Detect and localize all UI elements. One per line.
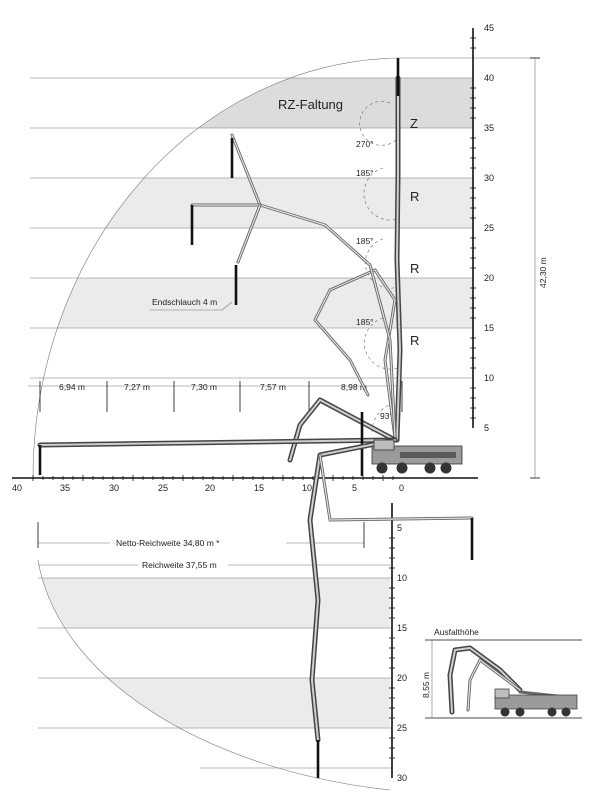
upper-reach-arc: [32, 57, 404, 479]
inset-title: Ausfalthöhe: [434, 627, 479, 637]
lower-working-range: [37, 559, 392, 791]
lower-reach-arc: [37, 559, 391, 791]
boom-downward: [307, 437, 474, 778]
height-tick-label: 30: [484, 173, 494, 183]
height-tick-label: 25: [484, 223, 494, 233]
wheel: [561, 707, 571, 717]
reach-tick-label: 30: [109, 483, 119, 493]
fold-annotations: RZ-Faltung Z R R R 270° 185° 185° 185° 9…: [278, 97, 419, 433]
height-axis-ticks: [470, 37, 476, 419]
wheel: [424, 462, 436, 474]
depth-tick-label: 25: [397, 723, 407, 733]
height-tick-label: 5: [484, 423, 489, 433]
section-length-dimensions: 6,94 m 7,27 m 7,30 m 7,57 m 8,98 m: [28, 381, 403, 412]
wheel: [396, 462, 408, 474]
fold-type-r: R: [410, 261, 419, 276]
angle-label: 93°: [380, 411, 393, 421]
height-axis: 45 40 35 30 25 20 15 10 5: [470, 23, 494, 433]
reach-dimensions: Netto-Reichweite 34,80 m * Reichweite 37…: [37, 522, 392, 570]
reach-tick-label: 5: [352, 483, 357, 493]
depth-axis-ticks: [389, 537, 395, 759]
angle-label: 185°: [356, 236, 374, 246]
truck: [371, 439, 463, 474]
angle-label: 270°: [356, 139, 374, 149]
depth-tick-label: 10: [397, 573, 407, 583]
total-height-label: 42,30 m: [538, 257, 548, 288]
wheel: [547, 707, 557, 717]
reach-axis: 40 35 30 25 20 15 10 5 0: [12, 475, 404, 493]
depth-gridlines: [38, 577, 392, 769]
fold-type-z: Z: [410, 116, 418, 131]
net-reach-label: Netto-Reichweite 34,80 m *: [116, 538, 220, 548]
upper-working-range: [30, 57, 473, 479]
inset-height-label: 8,55 m: [421, 672, 431, 698]
fold-type-r: R: [410, 189, 419, 204]
section-length-label: 7,27 m: [124, 382, 150, 392]
boom-vertical: [394, 58, 403, 443]
boom-mid-position: [190, 133, 397, 440]
end-hose-callout: Endschlauch 4 m: [150, 297, 233, 311]
height-tick-label: 15: [484, 323, 494, 333]
depth-tick-label: 15: [397, 623, 407, 633]
end-hose-label: Endschlauch 4 m: [152, 297, 217, 307]
band-20-15-right: [403, 278, 473, 328]
depth-tick-label: 30: [397, 773, 407, 783]
section-length-label: 8,98 m: [341, 382, 367, 392]
unfolding-height-inset: Ausfalthöhe 8,55 m: [421, 627, 582, 719]
height-tick-label: 40: [484, 73, 494, 83]
depth-axis: 5 10 15 20 25 30: [389, 503, 407, 783]
fold-type-r: R: [410, 333, 419, 348]
section-length-label: 6,94 m: [59, 382, 85, 392]
wheel: [440, 462, 452, 474]
height-tick-label: 10: [484, 373, 494, 383]
boom-folded-right: [313, 268, 397, 440]
reach-tick-label: 10: [302, 483, 312, 493]
angle-arc: [359, 101, 397, 146]
height-tick-label: 45: [484, 23, 494, 33]
reach-tick-label: 20: [205, 483, 215, 493]
band-20-25: [38, 678, 390, 728]
band-40-35-right: [403, 78, 473, 128]
reach-tick-label: 40: [12, 483, 22, 493]
reach-tick-label: 35: [60, 483, 70, 493]
angle-label: 185°: [356, 168, 374, 178]
fold-label: RZ-Faltung: [278, 97, 343, 112]
reach-tick-label: 0: [399, 483, 404, 493]
height-tick-label: 20: [484, 273, 494, 283]
band-30-25-right: [403, 178, 473, 228]
height-tick-label: 35: [484, 123, 494, 133]
section-length-label: 7,30 m: [191, 382, 217, 392]
angle-label: 185°: [356, 317, 374, 327]
depth-tick-label: 20: [397, 673, 407, 683]
band-10-15: [38, 578, 390, 628]
total-height-dimension: 42,30 m: [530, 57, 548, 479]
depth-tick-label: 5: [397, 523, 402, 533]
section-length-label: 7,57 m: [260, 382, 286, 392]
wheel: [500, 707, 510, 717]
wheel: [515, 707, 525, 717]
reach-axis-ticks: [32, 475, 394, 481]
reach-tick-label: 25: [158, 483, 168, 493]
reach-label: Reichweite 37,55 m: [142, 560, 217, 570]
boom-horizontal: [37, 397, 398, 476]
reach-tick-label: 15: [254, 483, 264, 493]
wheel: [376, 462, 388, 474]
